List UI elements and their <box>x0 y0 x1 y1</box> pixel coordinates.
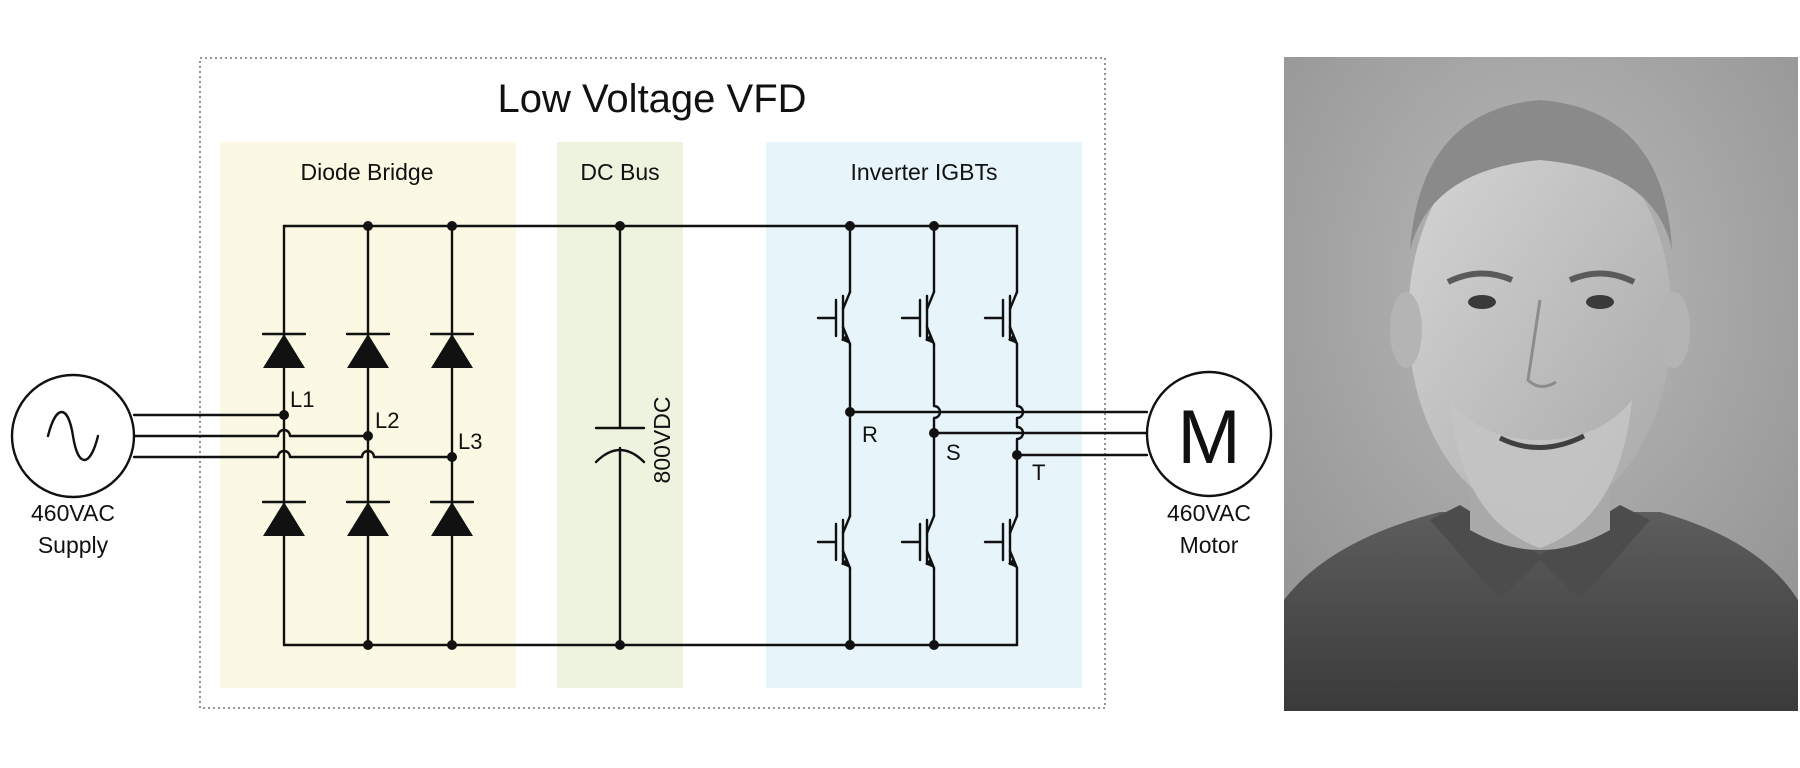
motor-lines <box>845 407 1149 460</box>
diode-lower-1 <box>263 502 305 536</box>
section-label-dc-bus: DC Bus <box>580 159 659 185</box>
ac-supply-source <box>10 373 136 499</box>
diagram-title: Low Voltage VFD <box>497 77 806 121</box>
supply-voltage-label: 460VAC <box>31 500 115 526</box>
portrait-photo <box>1284 57 1798 711</box>
vfd-enclosure-outline <box>199 57 1106 709</box>
motor-voltage-label: 460VAC <box>1167 500 1251 526</box>
supply-lines <box>132 410 457 462</box>
inverter-region <box>766 142 1082 688</box>
motor-label: Motor <box>1180 532 1239 558</box>
sine-wave-icon <box>46 411 100 461</box>
diode-lower-3 <box>431 502 473 536</box>
input-phase-label-l3: L3 <box>458 429 482 454</box>
inverter-igbts <box>816 221 1025 650</box>
diode-upper-2 <box>347 334 389 368</box>
dc-bus-capacitor <box>594 221 646 650</box>
dc-bus-voltage-label: 800VDC <box>649 397 675 484</box>
supply-label: Supply <box>38 532 109 558</box>
diode-upper-1 <box>263 334 305 368</box>
input-phase-label-l1: L1 <box>290 387 314 412</box>
output-phase-label-r: R <box>862 422 878 447</box>
diode-lower-2 <box>347 502 389 536</box>
output-phase-label-s: S <box>946 440 961 465</box>
section-label-inverter: Inverter IGBTs <box>851 159 998 185</box>
motor: M <box>1145 370 1273 498</box>
diode-upper-3 <box>431 334 473 368</box>
output-phase-label-t: T <box>1032 460 1045 485</box>
input-phase-label-l2: L2 <box>375 408 399 433</box>
motor-symbol: M <box>1177 395 1240 480</box>
section-label-diode-bridge: Diode Bridge <box>301 159 434 185</box>
